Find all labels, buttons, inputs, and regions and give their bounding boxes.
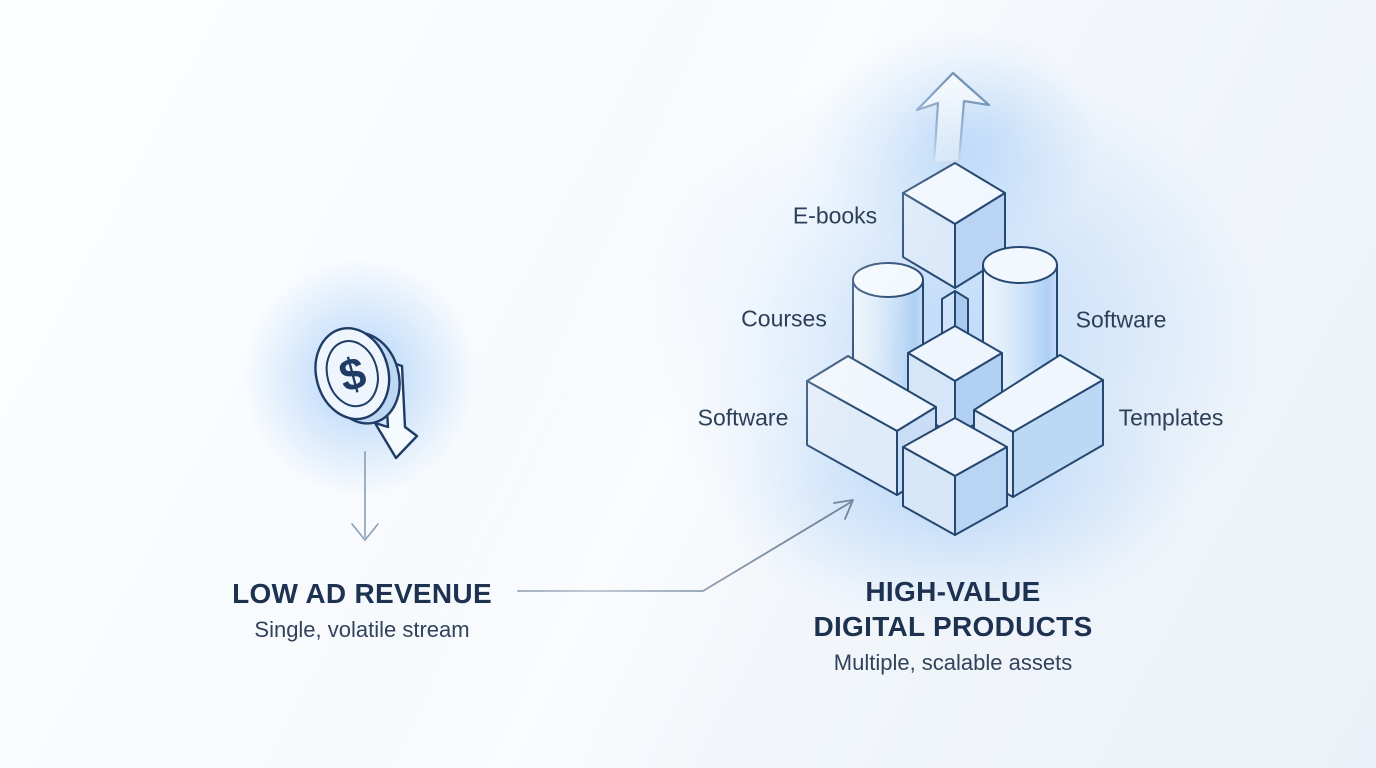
label-templates: Templates bbox=[1118, 404, 1224, 431]
low-ad-revenue-subtitle: Single, volatile stream bbox=[254, 617, 470, 642]
isometric-stack bbox=[806, 162, 1104, 536]
up-arrow-icon bbox=[915, 71, 991, 165]
digital-products-caption: HIGH-VALUE DIGITAL PRODUCTS Multiple, sc… bbox=[813, 574, 1092, 676]
digital-products-title-line2: DIGITAL PRODUCTS bbox=[813, 611, 1093, 642]
falling-coin-icon: $ bbox=[314, 327, 419, 460]
down-arrow-icon bbox=[351, 451, 379, 542]
connector-arrow-icon bbox=[517, 499, 854, 592]
label-courses: Courses bbox=[741, 305, 827, 332]
ebooks-cube bbox=[902, 162, 1006, 289]
middle-cube bbox=[907, 325, 1003, 437]
digital-products-title-line1: HIGH-VALUE bbox=[865, 576, 1041, 607]
label-software-left: Software bbox=[697, 404, 789, 431]
front-cube bbox=[902, 417, 1008, 536]
label-software-right: Software bbox=[1075, 306, 1167, 333]
label-ebooks: E-books bbox=[792, 202, 878, 229]
low-ad-revenue-caption: LOW AD REVENUE Single, volatile stream bbox=[232, 576, 492, 643]
digital-products-subtitle: Multiple, scalable assets bbox=[833, 650, 1073, 675]
low-ad-revenue-title: LOW AD REVENUE bbox=[232, 578, 492, 609]
